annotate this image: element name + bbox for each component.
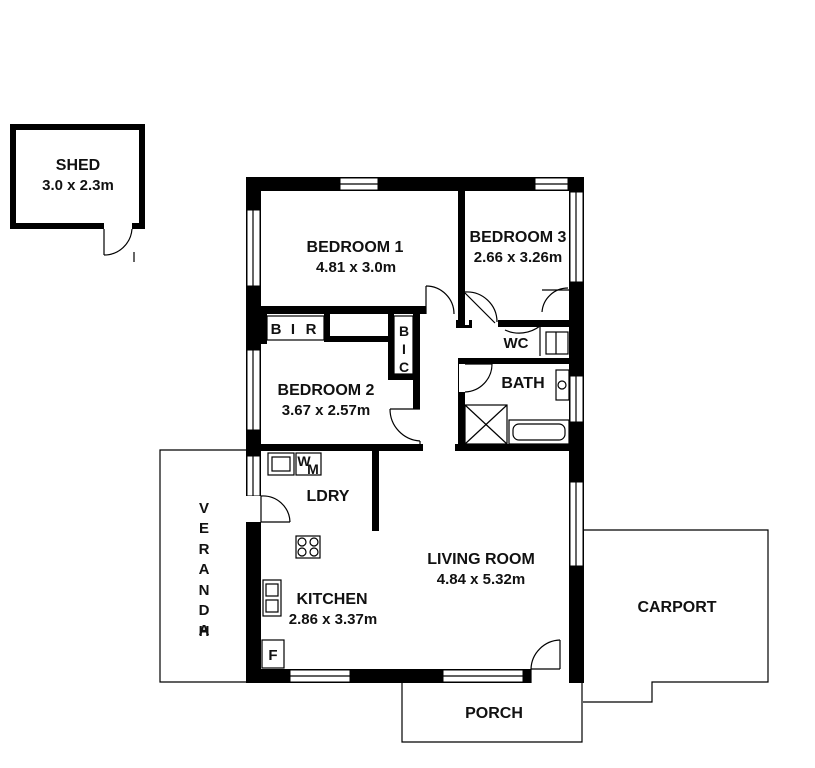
shed-dims: 3.0 x 2.3m: [42, 177, 114, 194]
wc-name: WC: [504, 335, 529, 352]
verandah-letter: H: [199, 623, 210, 640]
kitchen-sink: [262, 579, 282, 617]
fridge-box: [261, 639, 285, 669]
bir-letter: I: [291, 321, 295, 338]
verandah-letter: V: [199, 500, 209, 517]
laundry-tub: [267, 452, 295, 476]
living-room-dims: 4.84 x 5.32m: [437, 571, 525, 588]
bir-letter: B: [271, 321, 282, 338]
porch-outline: [401, 682, 583, 743]
shower: [464, 404, 508, 445]
shed-door: [103, 228, 135, 262]
kitchen-dims: 2.86 x 3.37m: [289, 611, 377, 628]
bedroom3-dims: 2.66 x 3.26m: [474, 249, 562, 266]
bic-letter: C: [399, 359, 409, 375]
doors: [246, 285, 569, 683]
cooktop: [295, 535, 321, 559]
windows: [246, 177, 584, 683]
shed-walls: [10, 124, 145, 229]
bath-name: BATH: [501, 375, 544, 392]
bic-letter: B: [399, 323, 409, 339]
porch-name: PORCH: [465, 705, 523, 722]
bic-box: [393, 315, 414, 375]
interior-walls: [246, 191, 569, 535]
bic-label: B I C: [399, 323, 409, 375]
verandah-letter: A: [199, 622, 210, 639]
bedroom2-name: BEDROOM 2: [278, 382, 375, 399]
laundry-name: LDRY: [307, 488, 350, 505]
living-room-name: LIVING ROOM: [427, 551, 535, 568]
bathtub: [508, 419, 570, 445]
verandah-outline: [159, 449, 246, 683]
verandah-letter: R: [199, 541, 210, 558]
verandah-letter: D: [199, 602, 210, 619]
carport-outline: [583, 529, 769, 703]
kitchen-name: KITCHEN: [296, 591, 367, 608]
fridge-label: F: [268, 647, 277, 664]
verandah-label: V E R A N D A H: [199, 500, 210, 640]
wm-letter: W: [297, 453, 311, 469]
bic-letter: I: [402, 341, 406, 357]
bedroom2-dims: 3.67 x 2.57m: [282, 402, 370, 419]
wm-letter: M: [307, 461, 319, 477]
bir-letter: R: [306, 321, 317, 338]
carport-name: CARPORT: [637, 599, 716, 616]
washing-machine: [295, 452, 322, 476]
verandah-letter: N: [199, 582, 210, 599]
bedroom3-name: BEDROOM 3: [470, 229, 567, 246]
verandah-letter: A: [199, 561, 210, 578]
shed-name: SHED: [56, 157, 100, 174]
bir-box: [266, 315, 325, 341]
verandah-letter: E: [199, 520, 209, 537]
wc-toilet: [545, 331, 569, 355]
bath-basin: [555, 369, 570, 401]
bedroom1-name: BEDROOM 1: [307, 239, 404, 256]
bir-label: B I R: [271, 321, 317, 338]
bedroom1-dims: 4.81 x 3.0m: [316, 259, 396, 276]
wm-label: W M: [297, 453, 318, 477]
